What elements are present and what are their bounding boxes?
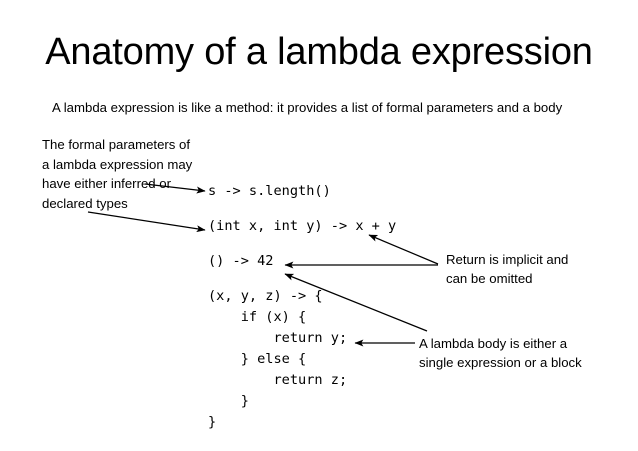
code-block-lambda-examples: s -> s.length() (int x, int y) -> x + y … <box>208 181 396 433</box>
code-line: } <box>208 414 217 430</box>
left-annotation-line: The formal parameters of <box>42 137 191 152</box>
left-annotation-line: a lambda expression may <box>42 156 193 172</box>
page-title: Anatomy of a lambda expression <box>45 31 593 73</box>
code-line: if (x) { <box>208 309 307 325</box>
left-annotation-line: have either inferred or <box>42 176 172 191</box>
right-annotation-lambda-body: A lambda body is either a single express… <box>419 334 582 372</box>
arrow-left-note-to-declared-types <box>87 211 206 233</box>
left-annotation-line: declared types <box>42 195 128 211</box>
code-line: return y; <box>208 330 348 346</box>
slide-subtitle: A lambda expression is like a method: it… <box>52 100 563 115</box>
code-line: (int x, int y) -> x + y <box>208 218 397 234</box>
code-line: () -> 42 <box>208 253 274 269</box>
right-annotation-line: single expression or a block <box>419 355 582 370</box>
code-line: } <box>208 393 249 409</box>
code-line: } else { <box>208 351 307 367</box>
left-annotation-formal-parameters: The formal parameters of a lambda expres… <box>42 135 232 213</box>
right-annotation-line: can be omitted <box>446 271 533 286</box>
right-annotation-line: Return is implicit and <box>446 252 569 267</box>
code-line: s -> s.length() <box>208 183 331 199</box>
code-line: return z; <box>208 372 348 388</box>
code-line: (x, y, z) -> { <box>208 288 323 304</box>
right-annotation-line: A lambda body is either a <box>419 336 568 351</box>
right-annotation-return-implicit: Return is implicit and can be omitted <box>446 250 568 288</box>
